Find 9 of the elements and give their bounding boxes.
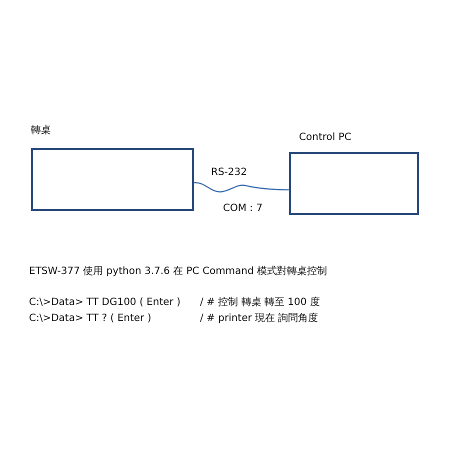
command-text: C:\>Data> TT ? ( Enter ) — [29, 312, 152, 325]
comment-text: / # printer 現在 詢問角度 — [200, 312, 318, 325]
comment-text: / # 控制 轉桌 轉至 100 度 — [200, 296, 320, 309]
description-text: ETSW-377 使用 python 3.7.6 在 PC Command 模式對轉桌控制 — [29, 265, 328, 278]
box-heading: Control PC — [299, 131, 352, 144]
box-heading: 轉桌 — [31, 124, 51, 137]
port-label: COM : 7 — [223, 202, 263, 215]
serial-cable — [194, 182, 289, 192]
command-text: C:\>Data> TT DG100 ( Enter ) — [29, 296, 180, 309]
